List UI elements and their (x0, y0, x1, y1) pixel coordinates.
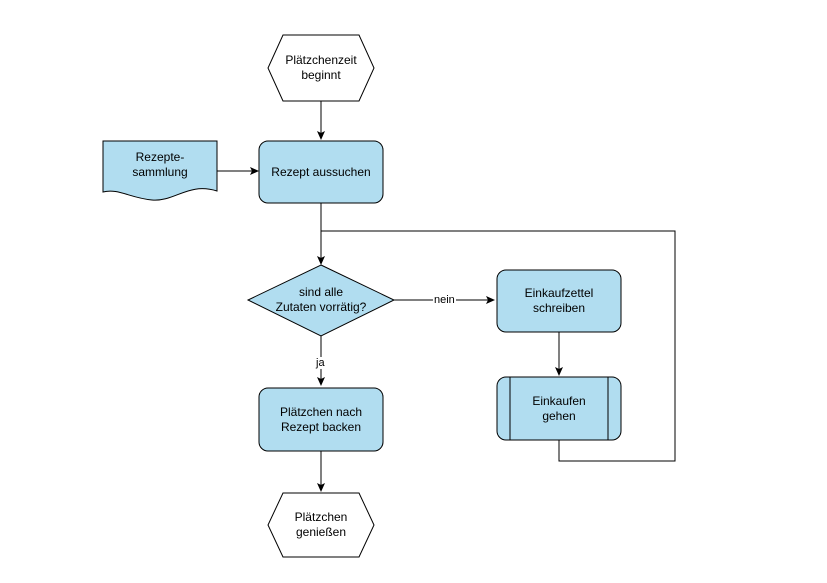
backen-shape (258, 387, 384, 452)
end-terminal-shape (267, 492, 375, 558)
einkaufzettel-shape (496, 269, 622, 333)
einkaufen-subprocess-shape (496, 376, 622, 441)
rezeptsammlung-document-shape (102, 140, 218, 201)
edge-einkaufen-loop-back (321, 230, 676, 462)
edge-label-ja: ja (315, 357, 326, 369)
rezept-aussuchen-shape (258, 140, 384, 204)
start-terminal-shape (267, 34, 375, 102)
decision-diamond-shape (246, 264, 396, 337)
edge-label-nein: nein (433, 294, 456, 306)
